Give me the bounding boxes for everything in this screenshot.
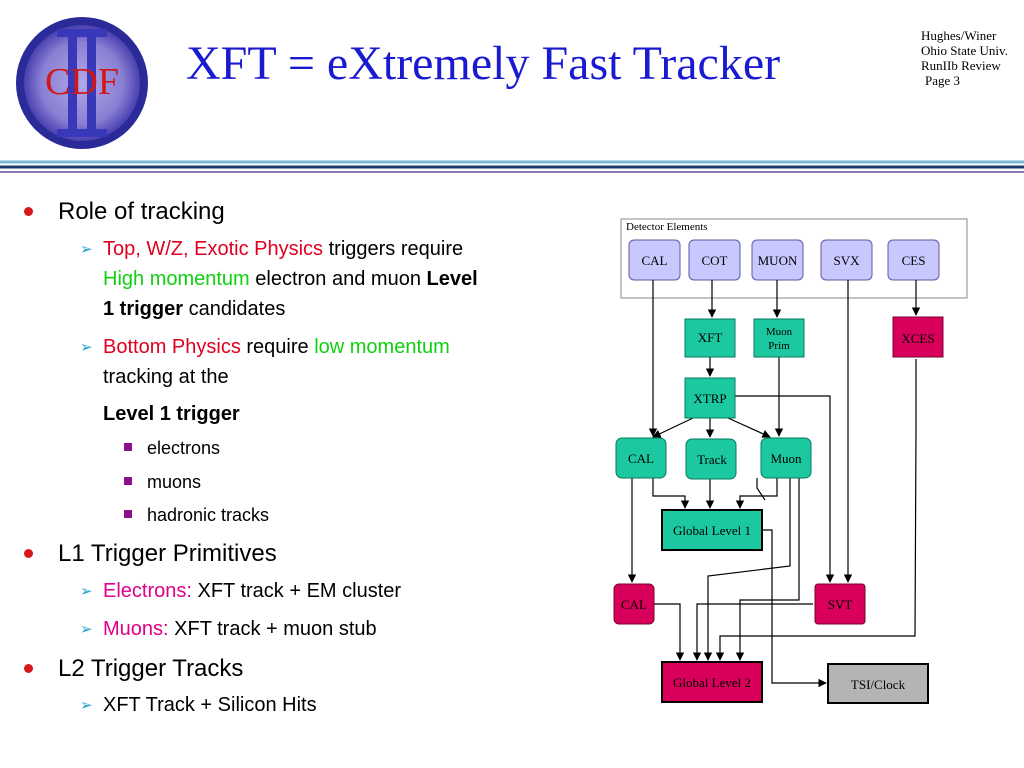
xft-label: XFT [698,330,723,345]
global-level1-label: Global Level 1 [673,523,751,538]
cal-l2-box [613,583,655,625]
cal-detector-box [628,239,681,281]
xtrp-label: XTRP [693,391,726,406]
cot-box [688,239,741,281]
track-box [685,438,737,480]
arrow-icon: ➢ [80,582,93,600]
list-item: muons [147,472,202,492]
detector-row: CAL COT MUON SVX CES [628,239,940,281]
bullet-dot [24,664,33,673]
svx-label: SVX [833,253,860,268]
text: electron and muon [249,268,427,290]
pink-text: Muons: [103,618,169,640]
bullet-dot [24,549,33,558]
header-divider [0,160,1024,173]
l1-heading: L1 Trigger Primitives [58,540,277,567]
role-sub2-line3: Level 1 trigger [103,403,240,425]
muon-detector-label: MUON [758,253,798,268]
cal-l1-label: CAL [628,451,654,466]
xces-box [892,316,944,358]
bold-text: Level [426,268,478,290]
red-text: Top, W/Z, Exotic Physics [103,238,324,260]
text: candidates [183,298,286,320]
svx-box [820,239,873,281]
role-sub1-line1: Top, W/Z, Exotic Physics triggers requir… [103,238,463,261]
svt-box [814,583,866,625]
institution: Ohio State Univ. [921,43,1008,58]
text: XFT track + muon stub [168,618,377,640]
role-sub2-line2: tracking at the [103,366,229,388]
global-level1-box [661,509,763,551]
cdf-logo: CDF [16,17,148,149]
role-sub1-line3: 1 trigger candidates [103,298,285,321]
l2-heading: L2 Trigger Tracks [58,655,244,682]
global-level2-label: Global Level 2 [673,675,751,690]
list-item: hadronic tracks [147,505,270,525]
square-bullet [124,510,132,518]
text: XFT track + EM cluster [191,580,402,602]
arrow-icon: ➢ [80,696,93,714]
muon-prim-label: Prim [768,340,790,352]
trigger-diagram: Detector Elements CAL COT MUON SVX CES [613,218,968,704]
authors: Hughes/Winer [921,28,997,43]
svt-label: SVT [828,597,853,612]
pink-text: Electrons: [103,580,192,602]
arrow-icon: ➢ [80,620,93,638]
global-level2-box [661,661,763,703]
review-name: RunIIb Review [921,58,1001,73]
page-title: XFT = eXtremely Fast Tracker [186,37,781,90]
cot-label: COT [702,253,728,268]
text: require [240,336,315,358]
arrow-icon: ➢ [80,240,93,258]
logo-text: CDF [45,61,119,103]
bold-text: 1 trigger [103,298,184,320]
cal-l1-box [615,437,667,479]
xtrp-box [684,377,736,419]
muons-line: Muons: XFT track + muon stub [103,618,377,641]
square-bullet [124,477,132,485]
muon-prim-box [753,318,805,358]
arrow-icon: ➢ [80,338,93,356]
l2-item: XFT Track + Silicon Hits [103,694,317,716]
square-bullet [124,443,132,451]
group-label: Detector Elements [626,221,708,233]
ces-box [887,239,940,281]
role-heading: Role of tracking [58,198,225,225]
red-text: Bottom Physics [103,336,241,358]
electrons-line: Electrons: XFT track + EM cluster [103,580,401,603]
text: triggers require [323,238,464,260]
muon-prim-label: Muon [766,326,793,338]
xft-box [684,318,736,358]
xces-label: XCES [901,331,934,346]
role-sub1-line2: High momentum electron and muon Level [103,268,478,291]
muon-l1-label: Muon [770,451,802,466]
tsi-clock-box [827,663,929,704]
muon-l1-box [760,437,812,479]
slide-info: Hughes/Winer Ohio State Univ. RunIIb Rev… [921,28,1008,88]
green-text: High momentum [103,268,250,290]
bullet-dot [24,207,33,216]
green-text: low momentum [314,336,450,358]
connector-lines [627,280,921,688]
role-sub2-line1: Bottom Physics require low momentum [103,336,450,359]
cal-detector-label: CAL [642,253,668,268]
track-label: Track [697,452,727,467]
cal-l2-label: CAL [621,597,647,612]
page-number: Page 3 [925,73,961,88]
bullet-list: Role of tracking ➢ Top, W/Z, Exotic Phys… [24,198,478,716]
ces-label: CES [902,253,926,268]
list-item: electrons [147,438,221,458]
tsi-clock-label: TSI/Clock [851,677,906,692]
